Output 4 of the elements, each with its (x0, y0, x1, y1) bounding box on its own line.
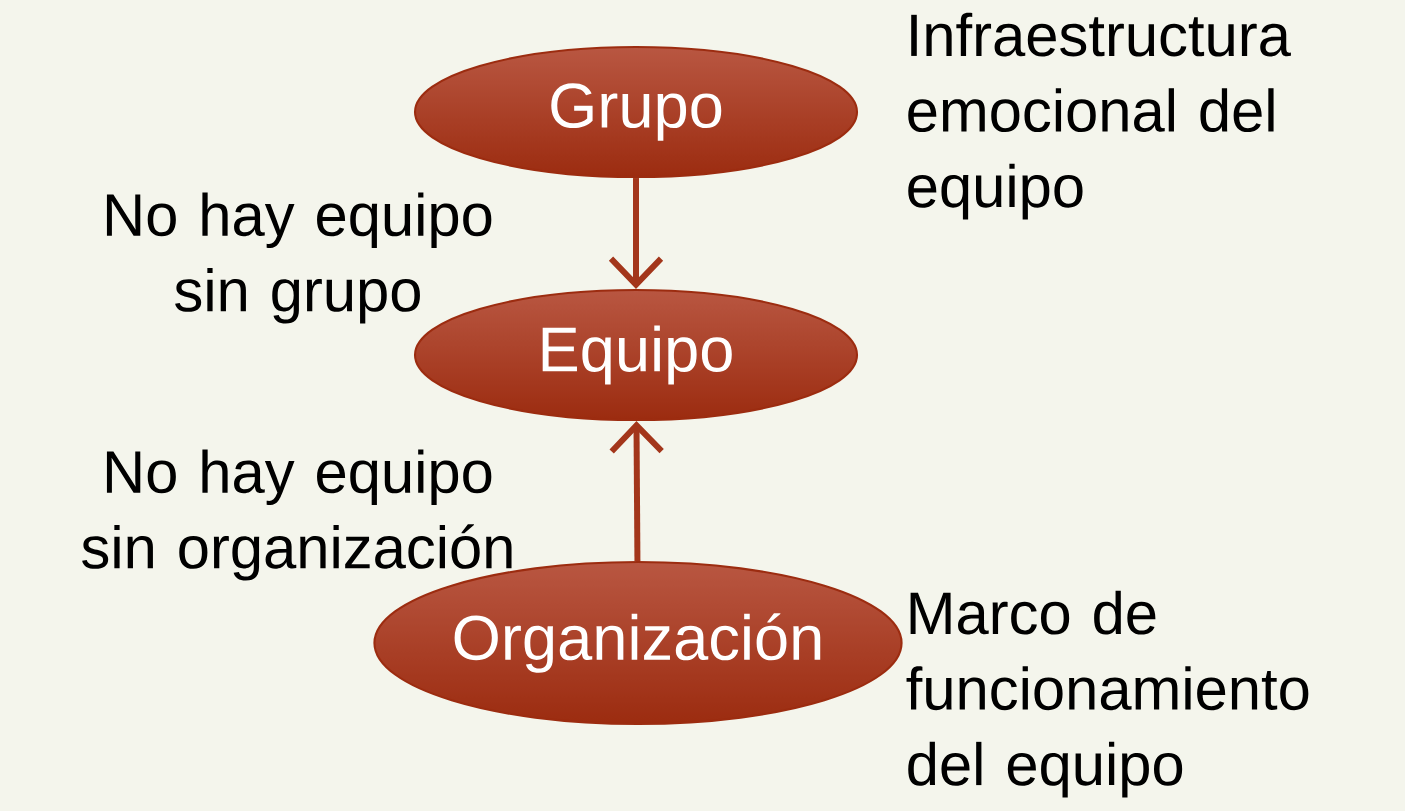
side-note: Marco de funcionamiento del equipo (906, 590, 1309, 798)
arrow (608, 178, 664, 289)
side-note: Infraestructura emocional del equipo (908, 12, 1291, 220)
arrow (609, 421, 664, 561)
